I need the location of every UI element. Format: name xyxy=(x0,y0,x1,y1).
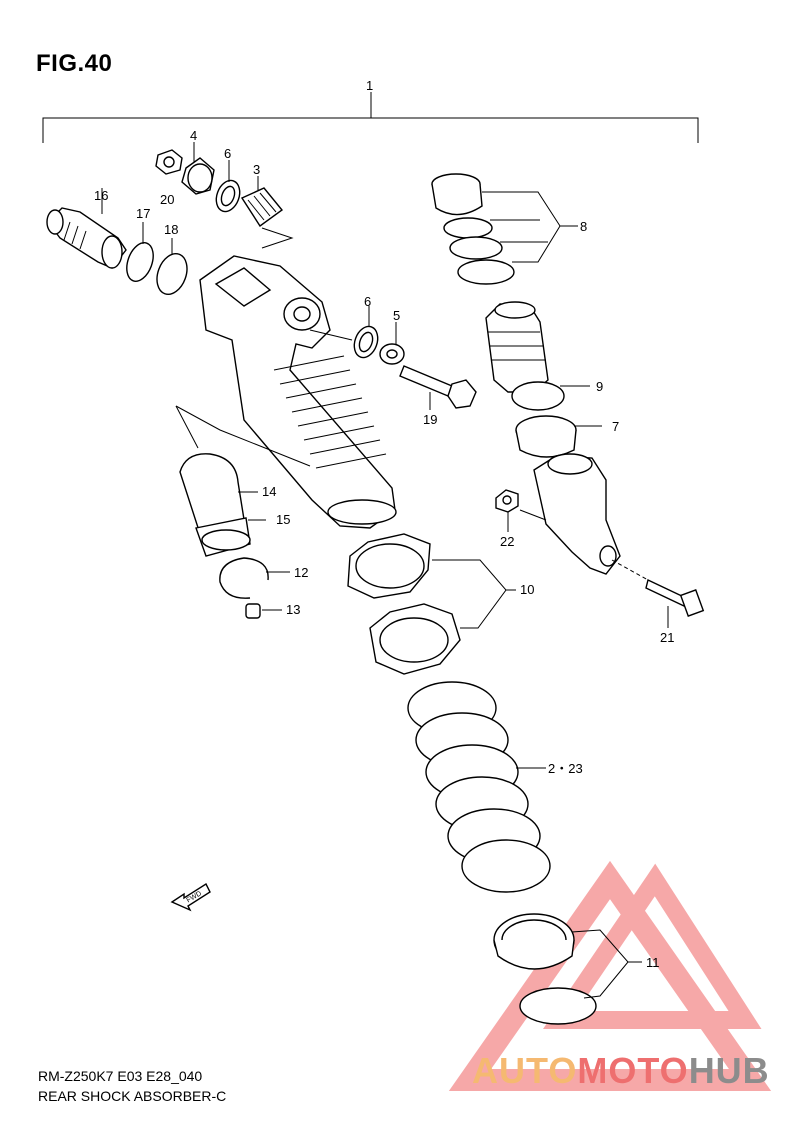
part-6-seal-lower xyxy=(353,306,379,359)
callout-7: 7 xyxy=(612,419,619,434)
part-21-bolt xyxy=(611,559,705,628)
part-7-adjuster-nut xyxy=(515,415,602,458)
assembly-bracket xyxy=(42,92,699,143)
callout-10: 10 xyxy=(520,582,534,597)
callout-18: 18 xyxy=(164,222,178,237)
part-2-coil-spring xyxy=(407,681,551,893)
callout-12: 12 xyxy=(294,565,308,580)
forward-direction-arrow: FWD xyxy=(170,882,211,912)
callout-19: 19 xyxy=(423,412,437,427)
callout-20: 20 xyxy=(160,192,174,207)
callout-6-upper: 6 xyxy=(224,146,231,161)
part-16-reservoir-valve xyxy=(46,188,127,269)
part-9-piston-rod-top xyxy=(485,301,590,411)
callout-3: 3 xyxy=(253,162,260,177)
watermark-logo xyxy=(448,860,772,1091)
watermark-auto: AUTO xyxy=(472,1050,578,1091)
callout-9: 9 xyxy=(596,379,603,394)
watermark-moto: MOTO xyxy=(577,1050,689,1091)
callout-15: 15 xyxy=(276,512,290,527)
clevis-lower xyxy=(519,453,621,575)
callout-11: 11 xyxy=(646,955,660,970)
part-14-bladder xyxy=(179,453,258,541)
part-22-nut xyxy=(495,489,519,532)
figure-code: RM-Z250K7 E03 E28_040 xyxy=(38,1068,203,1084)
callout-22: 22 xyxy=(500,534,514,549)
part-13-valve-cap xyxy=(245,603,282,619)
part-20-nut xyxy=(155,149,183,175)
figure-name: REAR SHOCK ABSORBER-C xyxy=(38,1088,227,1104)
callout-16: 16 xyxy=(94,188,108,203)
shock-body xyxy=(175,255,397,529)
part-5-collar xyxy=(379,322,405,365)
part-19-bolt xyxy=(399,365,477,410)
callout-4: 4 xyxy=(190,128,197,143)
part-18-o-ring xyxy=(156,238,188,296)
callout-13: 13 xyxy=(286,602,300,617)
callout-5: 5 xyxy=(393,308,400,323)
part-4-collar xyxy=(181,142,215,195)
callout-2-23: 2・23 xyxy=(548,761,583,776)
part-8-bump-stop-set xyxy=(431,173,578,285)
part-6-seal-upper xyxy=(215,160,241,213)
watermark-hub: HUB xyxy=(688,1050,770,1091)
part-17-o-ring xyxy=(126,222,154,282)
part-11-spring-seat xyxy=(493,913,642,1025)
part-3-needle-bearing xyxy=(240,176,284,228)
figure-title: FIG.40 xyxy=(36,50,113,77)
part-15-cap xyxy=(195,517,266,557)
part-10-spring-adjuster-nuts xyxy=(347,533,516,675)
callout-6-lower: 6 xyxy=(364,294,371,309)
callout-17: 17 xyxy=(136,206,150,221)
callout-21: 21 xyxy=(660,630,674,645)
callout-8: 8 xyxy=(580,219,587,234)
watermark-text: AUTOMOTOHUB xyxy=(472,1050,770,1092)
callout-1: 1 xyxy=(366,78,373,93)
part-12-circlip xyxy=(219,557,290,599)
callout-14: 14 xyxy=(262,484,276,499)
